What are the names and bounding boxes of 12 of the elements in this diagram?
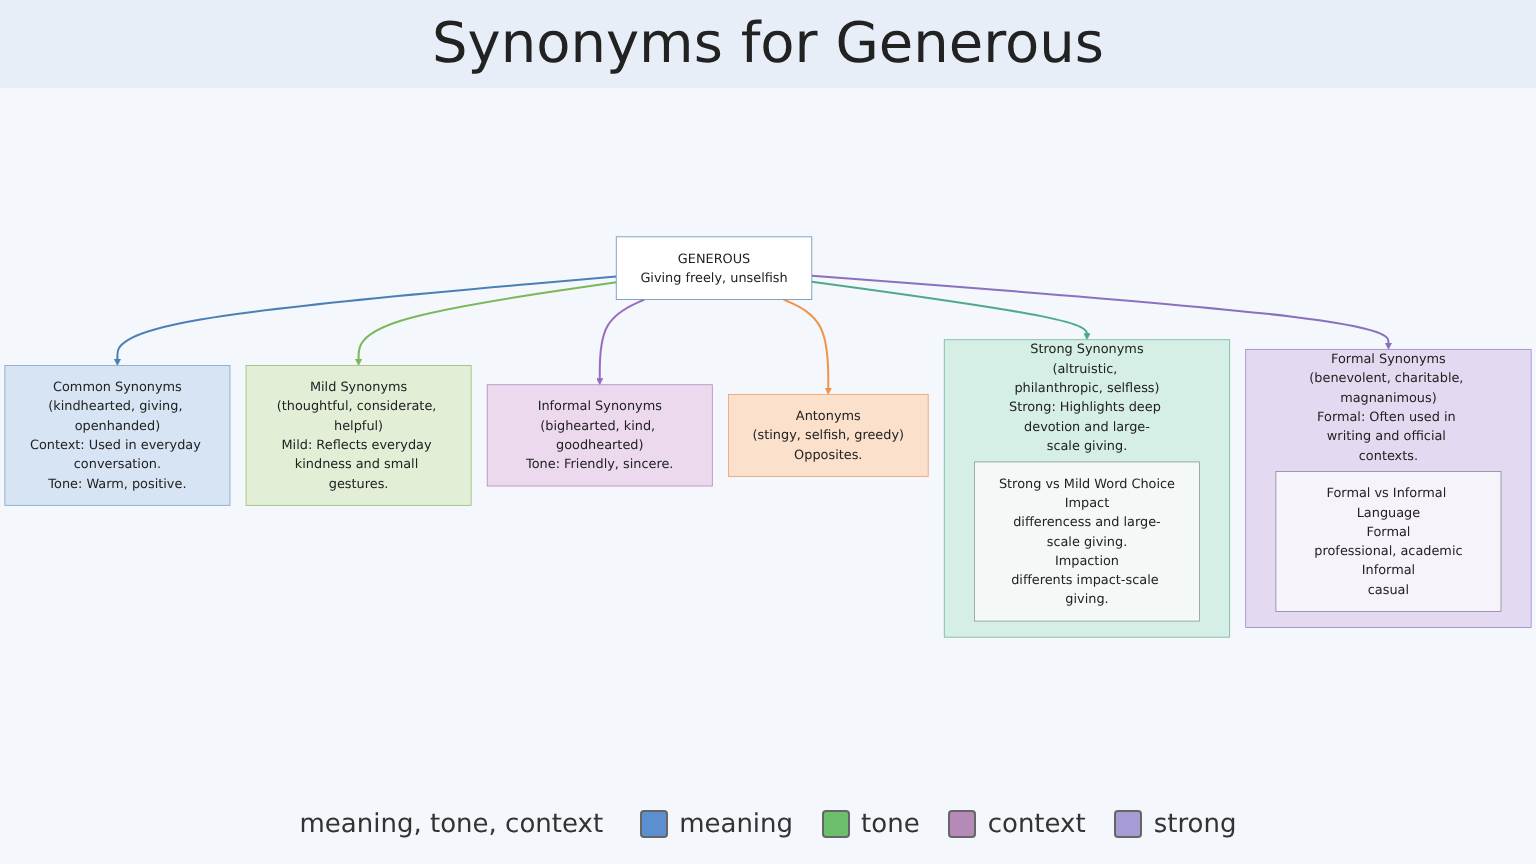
legend-label: context — [987, 809, 1086, 839]
legend-label: meaning — [679, 809, 794, 839]
arrow — [355, 280, 617, 365]
arrow — [113, 274, 617, 365]
arrow — [811, 279, 1091, 340]
arrow — [783, 297, 832, 394]
arrow — [811, 273, 1392, 349]
arrow — [596, 297, 645, 385]
legend-label: tone — [861, 809, 920, 839]
note-text: meaning, tone, context — [299, 809, 604, 839]
legend-label: strong — [1153, 809, 1237, 839]
title: Synonyms for Generous — [0, 0, 1536, 88]
